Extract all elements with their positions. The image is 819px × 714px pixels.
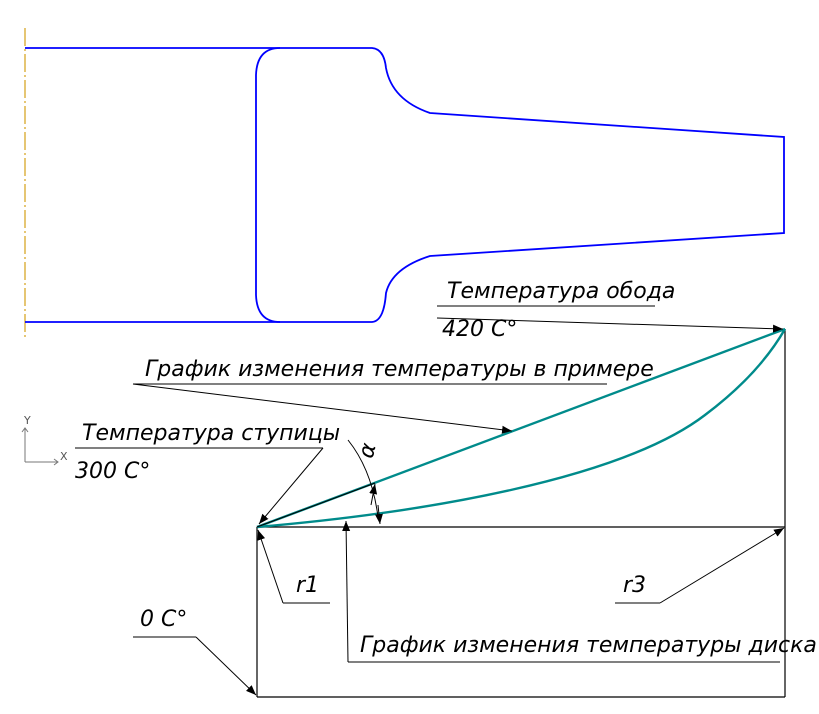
disk-graph-label: График изменения температуры диска (360, 633, 817, 658)
alpha-label: α (354, 440, 382, 461)
tangent-line (256, 482, 376, 528)
alpha-arrow-top (369, 483, 378, 506)
r3-leader (659, 527, 785, 604)
hub-temp-label: Температура ступицы (82, 421, 340, 446)
hub-temp-value: 300 C° (75, 459, 150, 484)
axis-y-label: Y (23, 414, 31, 427)
r1-leader (257, 529, 284, 604)
rim-temp-value: 420 C° (442, 317, 517, 342)
example-graph-label: График изменения температуры в примере (145, 357, 654, 382)
disk-profile-outline (25, 47, 785, 323)
r3-label: r3 (623, 573, 646, 598)
xy-axis-indicator: Y X (21, 414, 68, 466)
axis-x-label: X (60, 450, 68, 463)
rim-temp-label: Температура обода (447, 279, 675, 304)
disk-graph-leader (342, 520, 351, 663)
zero-temp-label: 0 C° (140, 607, 187, 632)
zero-temp-leader (195, 636, 257, 696)
hub-temp-leader (258, 447, 324, 525)
example-graph-leader (132, 383, 513, 434)
alpha-arrow-bottom (374, 504, 383, 525)
alpha-arc (347, 439, 379, 518)
hub-inner-outline (255, 47, 281, 323)
rim-temp-leader (436, 317, 784, 333)
r1-label: r1 (296, 573, 319, 598)
